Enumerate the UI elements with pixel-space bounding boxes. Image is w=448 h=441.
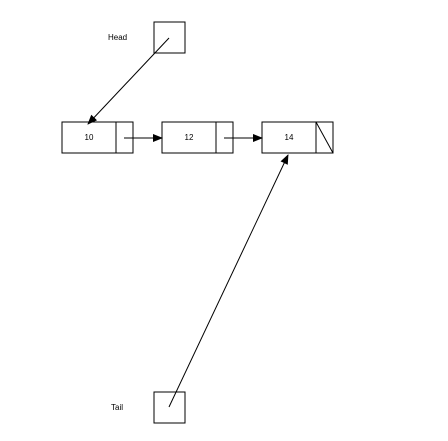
- tail-label: Tail: [111, 403, 123, 412]
- null-slash-icon: [315, 121, 334, 154]
- node-data-cell: [161, 121, 217, 154]
- list-node: 14: [261, 121, 334, 154]
- tail-pointer: Tail: [111, 391, 186, 424]
- node-value: 10: [85, 133, 94, 142]
- head-label: Head: [108, 33, 127, 42]
- tail-arrow: [168, 154, 289, 408]
- head-arrow: [87, 37, 170, 125]
- list-node: 10: [61, 121, 134, 154]
- node-value: 12: [185, 133, 194, 142]
- tail-pointer-box: [153, 391, 186, 424]
- node-data-cell: [261, 121, 317, 154]
- node-value: 14: [285, 133, 294, 142]
- list-node: 12: [161, 121, 234, 154]
- head-pointer: Head: [108, 21, 186, 54]
